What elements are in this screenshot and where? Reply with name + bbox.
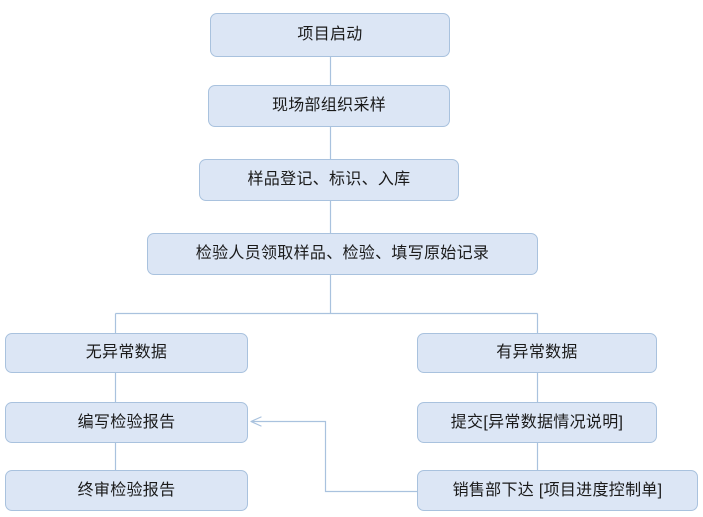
node-label: 终审检验报告 — [77, 481, 176, 499]
node-label: 有异常数据 — [496, 344, 578, 362]
node-no-anomaly-data[interactable]: 无异常数据 — [5, 333, 248, 373]
node-sales-dept-progress-order[interactable]: 销售部下达 [项目进度控制单] — [417, 470, 698, 511]
node-submit-anomaly-explanation[interactable]: 提交[异常数据情况说明] — [417, 402, 657, 443]
node-label: 检验人员领取样品、检验、填写原始记录 — [195, 245, 490, 263]
node-label: 样品登记、标识、入库 — [247, 171, 411, 189]
node-has-anomaly-data[interactable]: 有异常数据 — [417, 333, 657, 373]
node-label: 提交[异常数据情况说明] — [450, 413, 624, 431]
arrowhead-icon — [250, 416, 262, 427]
node-label: 销售部下达 [项目进度控制单] — [452, 481, 663, 499]
node-project-start[interactable]: 项目启动 — [210, 13, 450, 57]
node-write-inspection-report[interactable]: 编写检验报告 — [5, 402, 248, 443]
node-sample-registration[interactable]: 样品登记、标识、入库 — [199, 159, 459, 201]
node-label: 无异常数据 — [85, 344, 168, 362]
node-label: 现场部组织采样 — [271, 97, 387, 115]
connector-sales-order-to-write-report — [252, 420, 417, 493]
node-final-inspection-report[interactable]: 终审检验报告 — [5, 470, 248, 511]
node-label: 编写检验报告 — [77, 413, 176, 431]
node-inspector-collect-test-record[interactable]: 检验人员领取样品、检验、填写原始记录 — [147, 233, 538, 275]
node-label: 项目启动 — [297, 26, 363, 44]
node-field-sampling[interactable]: 现场部组织采样 — [208, 85, 450, 127]
